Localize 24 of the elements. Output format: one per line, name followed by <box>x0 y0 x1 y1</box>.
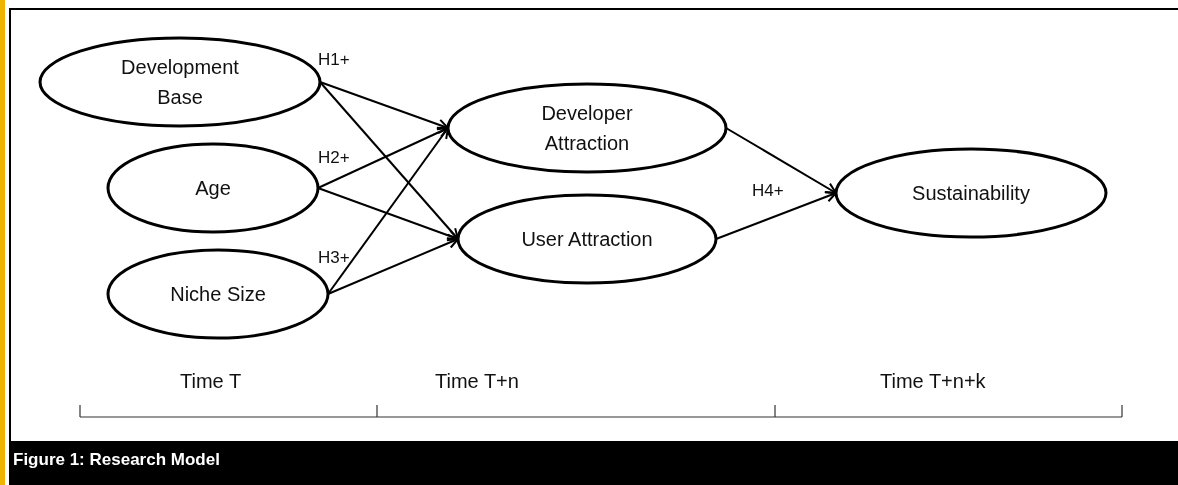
hypothesis-label: H3+ <box>318 248 350 268</box>
node-label: Sustainability <box>911 181 1031 206</box>
hypothesis-label: H1+ <box>318 50 350 70</box>
ellipse-node <box>108 144 318 232</box>
ellipse-node <box>40 38 320 126</box>
ellipse-node <box>458 195 716 283</box>
hypothesis-label: H2+ <box>318 148 350 168</box>
hypothesis-label: H4+ <box>752 181 784 201</box>
time-label: Time T <box>180 370 242 393</box>
arrow <box>317 126 449 189</box>
node-label: Development Base <box>120 55 240 110</box>
arrow <box>715 190 837 240</box>
time-label: Time T+n <box>435 370 519 393</box>
figure-caption: Figure 1: Research Model <box>9 442 1178 485</box>
node-label: Developer Attraction <box>540 101 634 156</box>
arrow <box>725 127 837 194</box>
node-label: Niche Size <box>169 282 267 307</box>
ellipse-node <box>448 84 726 172</box>
arrow <box>327 127 449 295</box>
node-label: User Attraction <box>520 227 654 252</box>
arrow <box>319 81 449 131</box>
ellipse-node <box>836 149 1106 237</box>
time-label: Time T+n+k <box>880 370 986 393</box>
node-label: Age <box>194 176 232 201</box>
